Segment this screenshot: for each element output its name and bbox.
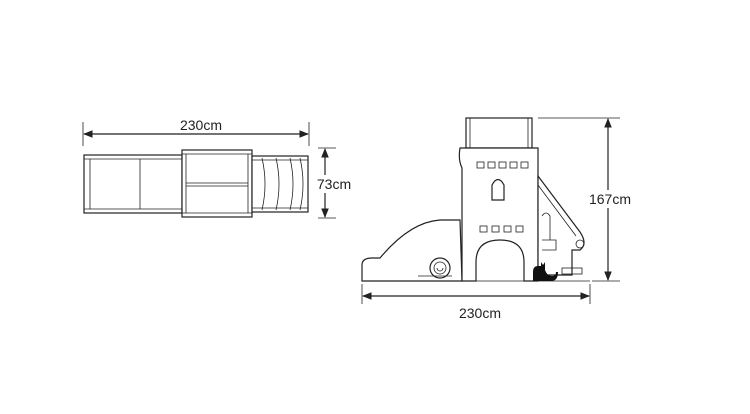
tower-arched-window — [491, 178, 505, 201]
side-tower-top — [465, 117, 533, 149]
snail-icon — [418, 257, 452, 279]
cat-icon — [533, 262, 558, 281]
top-depth-label: 73cm — [317, 176, 351, 192]
top-slide — [83, 154, 183, 214]
top-tower — [181, 149, 253, 218]
top-view: 230cm 73cm — [82, 117, 354, 219]
tower-window-row-bottom — [479, 225, 524, 233]
top-width-label: 230cm — [180, 117, 222, 133]
tower-window-row-top — [476, 161, 529, 169]
side-view: 167cm 230cm — [361, 117, 634, 321]
side-height-label: 167cm — [589, 191, 631, 207]
stair-handle-icon — [575, 239, 585, 249]
side-width-label: 230cm — [459, 305, 501, 321]
side-tower-body — [458, 147, 539, 282]
side-slide — [361, 219, 463, 282]
top-stairs — [251, 155, 309, 213]
side-stairs — [537, 174, 585, 276]
